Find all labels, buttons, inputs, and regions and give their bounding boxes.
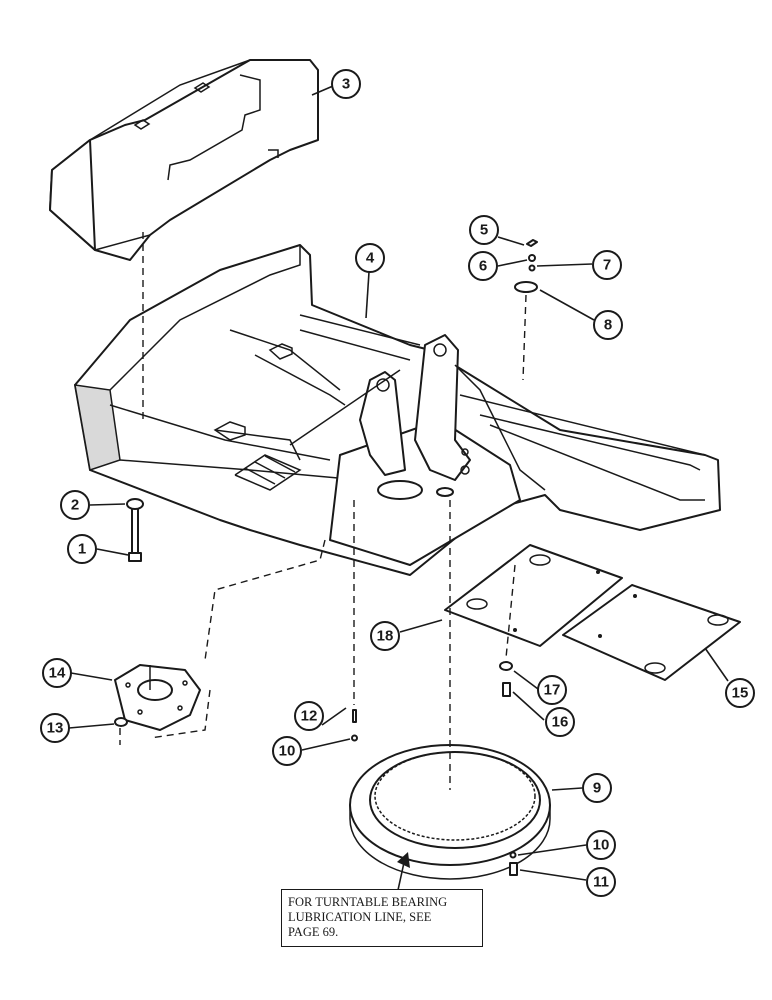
svg-text:12: 12 xyxy=(301,708,318,725)
callout-18: 18 xyxy=(370,621,400,651)
callout-3: 3 xyxy=(331,69,361,99)
callout-14: 14 xyxy=(42,658,72,688)
cover-plate-15 xyxy=(562,584,741,681)
callout-5: 5 xyxy=(469,215,499,245)
svg-text:15: 15 xyxy=(732,685,749,702)
callout-9: 9 xyxy=(582,773,612,803)
callout-10-upper: 10 xyxy=(272,736,302,766)
callout-10-lower: 10 xyxy=(586,830,616,860)
assembly-lines xyxy=(119,232,527,790)
cover-plate-18 xyxy=(444,544,623,647)
svg-text:10: 10 xyxy=(279,743,296,760)
svg-text:7: 7 xyxy=(603,257,611,274)
svg-text:8: 8 xyxy=(604,317,612,334)
callout-15: 15 xyxy=(725,678,755,708)
note-line-2: LUBRICATION LINE, SEE xyxy=(288,910,432,924)
flange-bracket-14 xyxy=(114,664,201,731)
callout-11: 11 xyxy=(586,867,616,897)
callout-7: 7 xyxy=(592,250,622,280)
callout-17: 17 xyxy=(537,675,567,705)
svg-text:13: 13 xyxy=(47,720,64,737)
lubrication-note: FOR TURNTABLE BEARING LUBRICATION LINE, … xyxy=(281,889,483,947)
svg-text:17: 17 xyxy=(544,682,561,699)
callout-4: 4 xyxy=(355,243,385,273)
svg-text:3: 3 xyxy=(342,76,350,93)
svg-text:6: 6 xyxy=(479,258,487,275)
svg-text:4: 4 xyxy=(366,250,375,267)
svg-text:1: 1 xyxy=(78,541,86,558)
note-line-3: PAGE 69. xyxy=(288,925,339,939)
callout-6: 6 xyxy=(468,251,498,281)
callout-8: 8 xyxy=(593,310,623,340)
callout-12: 12 xyxy=(294,701,324,731)
callout-2: 2 xyxy=(60,490,90,520)
callout-1: 1 xyxy=(67,534,97,564)
frame-grating xyxy=(234,454,302,491)
svg-text:5: 5 xyxy=(480,222,488,239)
svg-text:16: 16 xyxy=(552,714,569,731)
hardware-items xyxy=(114,239,538,876)
callout-13: 13 xyxy=(40,713,70,743)
leader-lines xyxy=(68,85,729,891)
svg-text:18: 18 xyxy=(377,628,394,645)
svg-text:9: 9 xyxy=(593,780,601,797)
svg-text:14: 14 xyxy=(49,665,66,682)
svg-text:10: 10 xyxy=(593,837,610,854)
turntable-frame-part xyxy=(74,244,721,576)
svg-text:2: 2 xyxy=(71,497,79,514)
callout-16: 16 xyxy=(545,707,575,737)
note-line-1: FOR TURNTABLE BEARING xyxy=(288,895,448,909)
svg-text:11: 11 xyxy=(593,874,609,891)
counterweight-part xyxy=(49,59,319,261)
